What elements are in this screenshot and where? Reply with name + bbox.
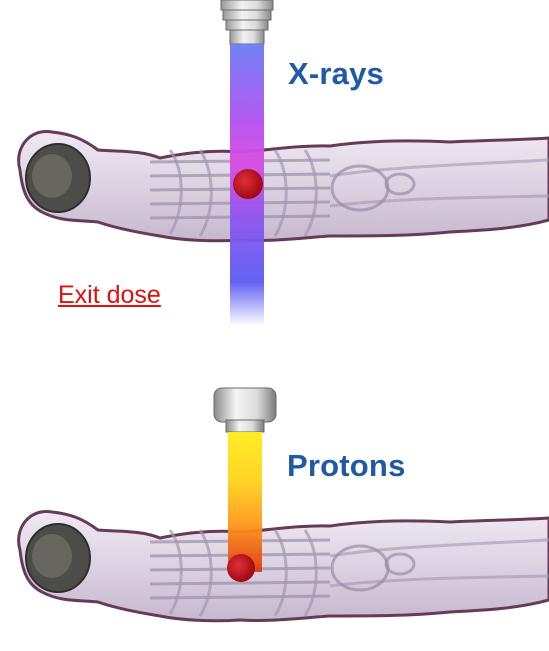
- proton-illustration: [0, 380, 549, 651]
- proton-nozzle-icon: [214, 388, 276, 432]
- exit-dose-label: Exit dose: [58, 281, 161, 310]
- xray-nozzle-icon: [221, 0, 273, 44]
- xray-body-icon: [19, 132, 549, 241]
- xray-tumor: [233, 169, 263, 199]
- proton-tumor: [227, 554, 255, 582]
- proton-beam: [228, 432, 262, 572]
- proton-body-icon: [19, 512, 549, 621]
- proton-panel: Protons: [0, 380, 549, 651]
- proton-label: Protons: [287, 448, 406, 484]
- xray-panel: X-rays Exit dose: [0, 0, 549, 330]
- xray-label: X-rays: [288, 56, 384, 92]
